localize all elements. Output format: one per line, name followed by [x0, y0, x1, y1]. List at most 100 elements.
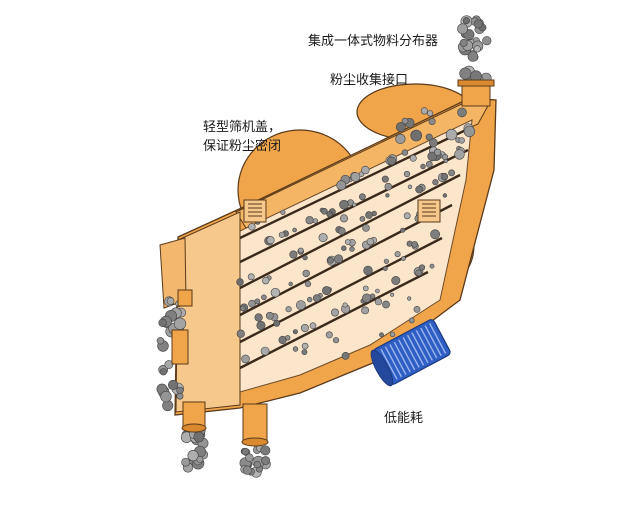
rock [362, 285, 369, 292]
rock [261, 294, 267, 301]
rock [473, 45, 481, 53]
rock [409, 154, 417, 162]
rock [395, 122, 406, 132]
rock [413, 305, 421, 313]
rock [410, 129, 423, 142]
rock [241, 447, 250, 456]
rock [266, 236, 275, 245]
rock [434, 148, 442, 156]
rock [420, 163, 426, 170]
screen-deck-line [239, 270, 429, 370]
rock [325, 331, 333, 339]
rock [292, 227, 297, 233]
rock [253, 460, 261, 469]
rock [425, 160, 433, 168]
rock [457, 23, 468, 35]
rock [159, 368, 167, 376]
motor-fin [411, 332, 429, 364]
rock [366, 237, 375, 246]
distributor-label: 集成一体式物料分布器 [308, 34, 439, 49]
rock [301, 349, 308, 355]
rock [341, 245, 347, 251]
rock [173, 317, 187, 330]
rock [390, 292, 395, 297]
rock [270, 287, 281, 298]
rock [341, 351, 350, 360]
rock [428, 118, 436, 126]
rock [262, 276, 270, 285]
motor-fin [389, 344, 407, 375]
rock [482, 36, 492, 46]
rock [430, 229, 440, 240]
rock [473, 19, 483, 29]
rock [411, 241, 419, 248]
rock [427, 110, 434, 117]
rock [361, 306, 369, 315]
rock [247, 273, 255, 281]
motor-fin [384, 346, 403, 378]
rock [362, 293, 372, 303]
rock [395, 133, 406, 144]
rock [382, 300, 390, 309]
rock [312, 218, 319, 224]
rock [307, 296, 313, 303]
rock [166, 297, 175, 305]
rock [383, 258, 390, 264]
rock [381, 175, 389, 183]
rock [403, 170, 411, 178]
rock [339, 214, 348, 223]
rock [400, 227, 406, 233]
rock [160, 390, 172, 403]
rock [273, 319, 281, 327]
rock [418, 264, 426, 271]
rock [181, 457, 191, 467]
rock [248, 299, 256, 308]
rock [295, 300, 306, 310]
rock [285, 335, 291, 341]
motor-fin [393, 341, 411, 373]
spring-damper-icon [243, 199, 441, 223]
energy-label: 低能耗 [384, 411, 424, 426]
rock [463, 125, 476, 138]
rock [448, 169, 455, 177]
rock [403, 212, 411, 220]
rock [265, 311, 274, 320]
rock [168, 379, 179, 391]
rock [415, 269, 422, 277]
rock [334, 254, 344, 264]
rock [358, 193, 366, 201]
rock [362, 224, 370, 232]
rock [441, 153, 449, 161]
rock [196, 455, 204, 463]
rock [352, 202, 357, 207]
rock [304, 280, 312, 288]
rock [400, 256, 406, 261]
rock [158, 318, 167, 327]
rock [318, 233, 328, 243]
rock [415, 185, 424, 194]
rock [387, 156, 396, 166]
rock [292, 329, 298, 335]
rock [361, 165, 370, 175]
dust-port-label: 粉尘收集接口 [330, 73, 409, 88]
rock [289, 250, 298, 259]
rock [440, 172, 449, 181]
motor-fin [424, 325, 442, 357]
rock [321, 208, 328, 215]
rock [312, 294, 321, 302]
rock [445, 128, 458, 141]
rock [408, 317, 415, 324]
rock [242, 465, 252, 475]
rock [442, 193, 448, 198]
rock [457, 107, 467, 118]
rock [394, 251, 401, 258]
rock [297, 247, 304, 254]
rock [365, 211, 373, 219]
rock [379, 332, 384, 338]
rock [300, 323, 309, 332]
rock [339, 199, 349, 210]
rock [301, 342, 309, 350]
rock [285, 306, 292, 313]
rock [302, 269, 310, 278]
